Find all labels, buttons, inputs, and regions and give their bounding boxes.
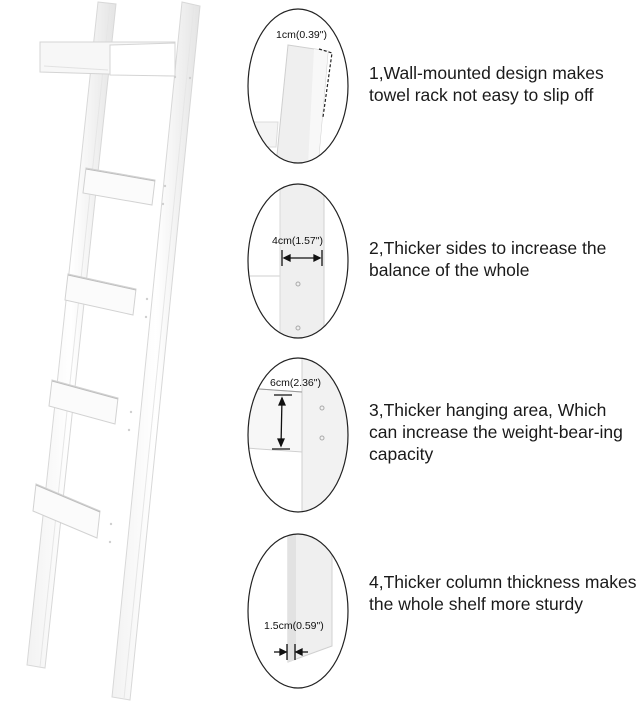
dashed-dimension-outline <box>318 48 333 118</box>
rung-4 <box>32 483 101 539</box>
ladder-illustration <box>26 1 201 701</box>
feature-text-3: 3,Thicker hanging area, Which can increa… <box>369 400 623 464</box>
dimension-label-4: 1.5cm(0.59") <box>264 620 324 632</box>
feature-text-1: 1,Wall-mounted design makes towel rack n… <box>369 63 604 105</box>
thickness-arrow-icon <box>274 644 308 660</box>
detail-oval-side-width: 4cm(1.57") <box>246 182 350 340</box>
dimension-label-2: 4cm(1.57") <box>272 235 323 247</box>
right-rail <box>111 1 201 701</box>
width-arrow-icon <box>281 250 323 266</box>
height-arrow-icon <box>272 394 292 450</box>
detail-oval-wall-mount: 1cm(0.39") <box>246 7 350 165</box>
dimension-label-3: 6cm(2.36") <box>270 377 321 389</box>
screw-holes <box>108 75 192 544</box>
feature-text-2: 2,Thicker sides to increase the balance … <box>369 238 607 280</box>
top-shelf <box>39 41 176 77</box>
rung-3 <box>48 379 119 425</box>
detail-oval-hanging-area: 6cm(2.36") <box>246 356 350 514</box>
rung-1 <box>82 167 156 206</box>
dimension-label-1: 1cm(0.39") <box>276 29 327 41</box>
feature-text-4: 4,Thicker column thickness makes the who… <box>369 572 637 614</box>
left-rail <box>26 1 117 669</box>
detail-oval-column-thickness: 1.5cm(0.59") <box>246 532 350 690</box>
rung-2 <box>64 273 137 316</box>
